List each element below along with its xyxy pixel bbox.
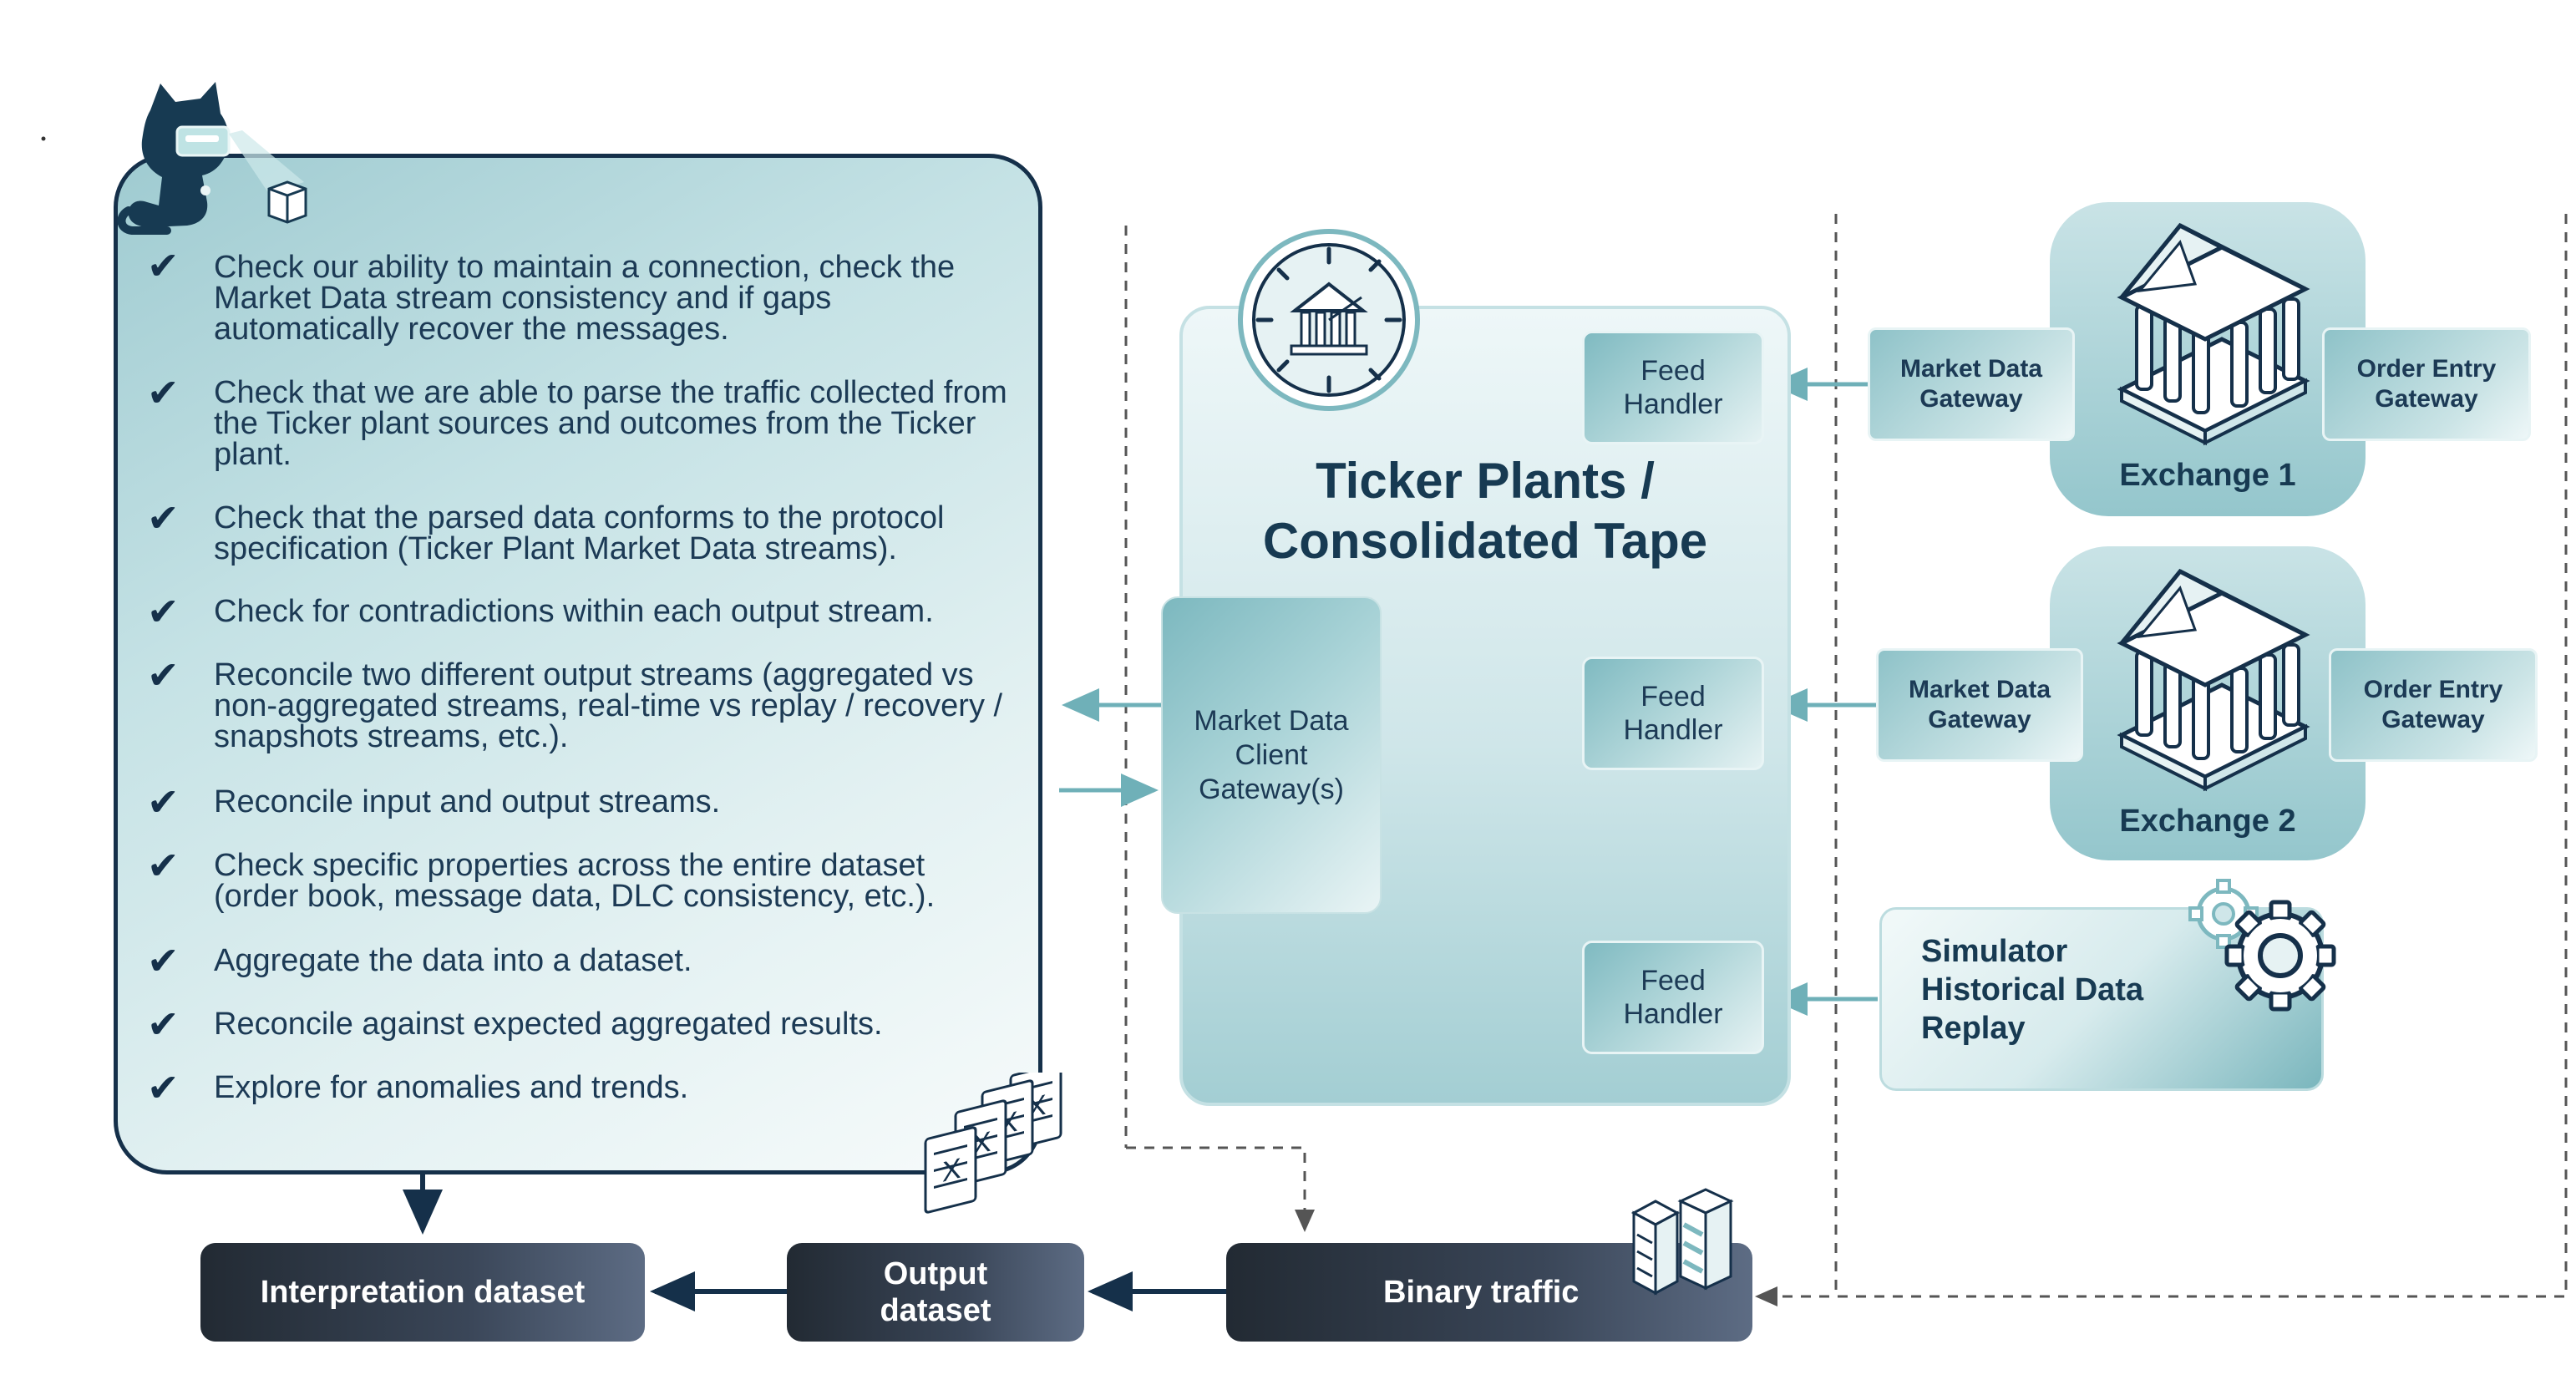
bank-building-icon (2117, 568, 2310, 792)
exchange-1-label: Exchange 1 (2119, 458, 2296, 493)
ticker-plant-title: Ticker Plants / Consolidated Tape (1186, 451, 1784, 571)
exchange-2-order-entry-gateway[interactable]: Order Entry Gateway (2329, 648, 2538, 762)
check-icon: ✔ (147, 1066, 180, 1109)
clock-bank-icon (1238, 229, 1420, 411)
checklist-panel (114, 154, 1042, 1174)
oe-gateway-label-line2: Gateway (2381, 706, 2485, 733)
gateway-label-line3: Gateway(s) (1199, 773, 1344, 805)
spreadsheet-stack-icon: X X X X (924, 1073, 1062, 1214)
cube-icon (267, 180, 307, 224)
feed-handler-label-line2: Handler (1623, 714, 1723, 746)
checklist-item: Check for contradictions within each out… (214, 594, 934, 629)
dashed-path-right-return (1755, 214, 2568, 1306)
feed-handler-label-line1: Feed (1640, 681, 1706, 713)
gateway-label-line2: Client (1235, 738, 1308, 771)
simulator-label-line2: Historical Data (1921, 972, 2144, 1007)
check-icon: ✔ (147, 844, 180, 887)
md-gateway-label-line1: Market Data (1908, 676, 2051, 703)
output-dataset-label-line1: Output (883, 1256, 988, 1291)
output-dataset-label-line2: dataset (880, 1293, 991, 1328)
feed-handler-label-line1: Feed (1640, 965, 1706, 997)
check-icon: ✔ (147, 244, 180, 287)
feed-handler-2[interactable]: Feed Handler (1582, 657, 1764, 770)
binary-traffic-label: Binary traffic (1383, 1275, 1580, 1310)
checklist-items: ✔ Check our ability to maintain a connec… (114, 154, 1042, 1174)
checklist-item: Check specific properties across the ent… (214, 848, 936, 914)
stray-dot (41, 136, 46, 141)
svg-text:X: X (972, 1126, 991, 1162)
checklist-item: Check our ability to maintain a connecti… (214, 250, 956, 347)
svg-text:X: X (942, 1153, 961, 1189)
feed-handler-label-line2: Handler (1623, 998, 1723, 1030)
checklist-item: Check that we are able to parse the traf… (214, 375, 1007, 472)
md-gateway-label-line2: Gateway (1919, 385, 2023, 413)
feed-handler-1[interactable]: Feed Handler (1582, 331, 1764, 444)
check-icon: ✔ (147, 780, 180, 824)
checklist-item: Reconcile two different output streams (… (214, 657, 1003, 754)
check-icon: ✔ (147, 1002, 180, 1046)
simulator-label-line1: Simulator (1921, 934, 2068, 969)
checklist-item: Reconcile input and output streams. (214, 784, 721, 819)
check-icon: ✔ (147, 590, 180, 633)
exchange-1-market-data-gateway[interactable]: Market Data Gateway (1868, 327, 2075, 441)
dashed-path-to-binary (1126, 1146, 1315, 1232)
ticker-title-line1: Ticker Plants / (1316, 453, 1655, 509)
interpretation-dataset-label: Interpretation dataset (260, 1275, 586, 1310)
oe-gateway-label-line1: Order Entry (2363, 676, 2503, 703)
oe-gateway-label-line2: Gateway (2375, 385, 2478, 413)
interpretation-dataset-box[interactable]: Interpretation dataset (200, 1243, 645, 1342)
bank-building-icon (2117, 222, 2310, 446)
market-data-client-gateway[interactable]: Market Data Client Gateway(s) (1161, 596, 1382, 914)
ticker-title-line2: Consolidated Tape (1262, 513, 1708, 569)
exchange-2-market-data-gateway[interactable]: Market Data Gateway (1876, 648, 2083, 762)
gateway-label-line1: Market Data (1194, 704, 1349, 737)
checklist-item: Aggregate the data into a dataset. (214, 943, 692, 978)
checklist-item: Explore for anomalies and trends. (214, 1070, 689, 1105)
cat-mascot-icon (117, 82, 304, 235)
check-icon: ✔ (147, 496, 180, 540)
feed-handler-label-line1: Feed (1640, 355, 1706, 387)
output-dataset-box[interactable]: Output dataset (787, 1243, 1084, 1342)
oe-gateway-label-line1: Order Entry (2356, 355, 2497, 383)
md-gateway-label-line1: Market Data (1899, 355, 2043, 383)
check-icon: ✔ (147, 371, 180, 414)
exchange-1-order-entry-gateway[interactable]: Order Entry Gateway (2322, 327, 2531, 441)
md-gateway-label-line2: Gateway (1928, 706, 2031, 733)
check-icon: ✔ (147, 939, 180, 982)
checklist-item: Check that the parsed data conforms to t… (214, 500, 945, 566)
simulator-label-line3: Replay (1921, 1011, 2026, 1046)
exchange-2-label: Exchange 2 (2119, 804, 2296, 839)
simulator-label: Simulator Historical Data Replay (1921, 932, 2188, 1048)
server-stack-icon (1630, 1188, 1734, 1296)
check-icon: ✔ (147, 653, 180, 697)
checklist-item: Reconcile against expected aggregated re… (214, 1007, 883, 1042)
feed-handler-3[interactable]: Feed Handler (1582, 941, 1764, 1054)
gear-icon (2188, 879, 2336, 1012)
feed-handler-label-line2: Handler (1623, 388, 1723, 420)
